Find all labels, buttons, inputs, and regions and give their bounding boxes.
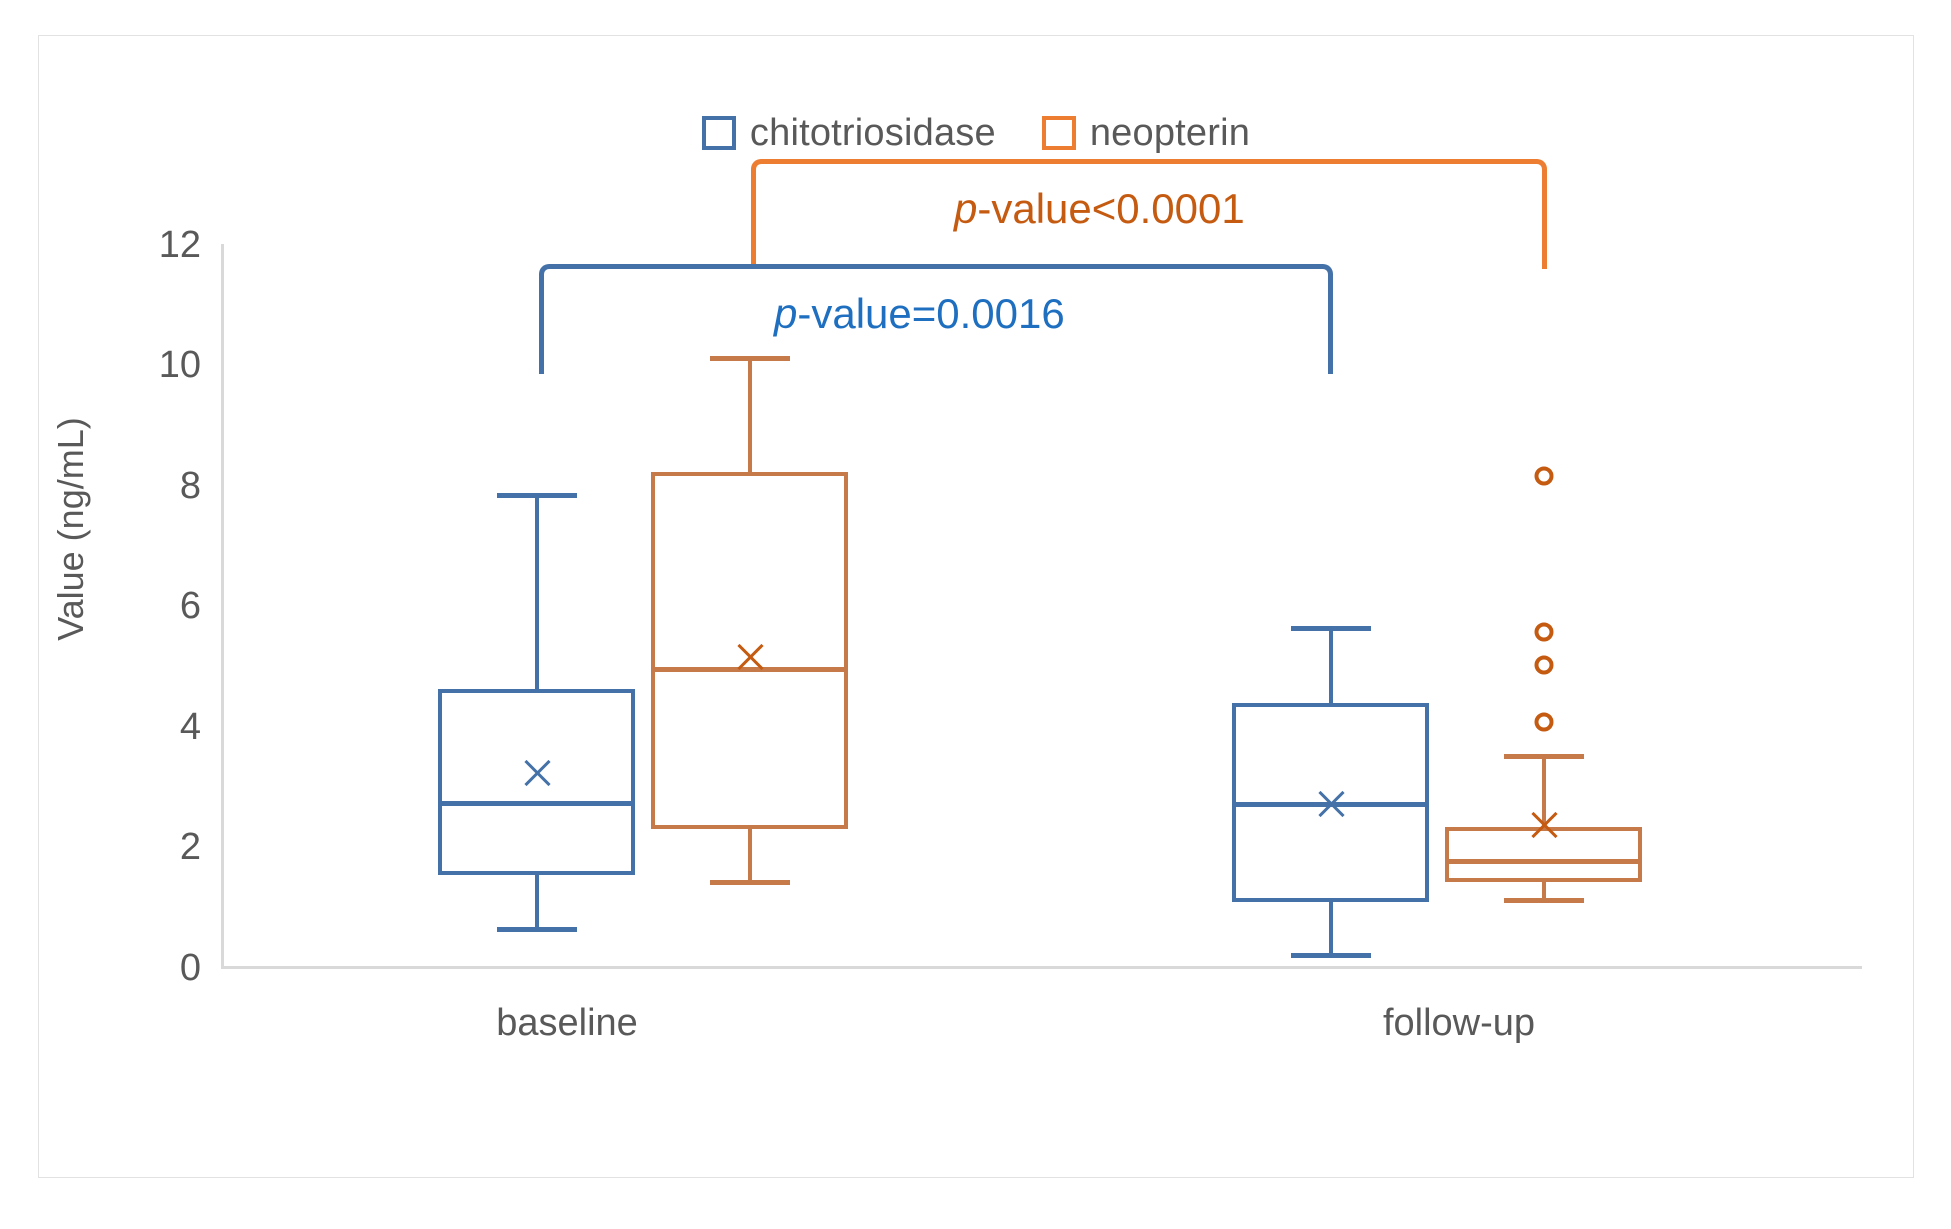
pvalue-label-orange: p-value<0.0001	[954, 188, 1245, 230]
whisker-cap-lower-blue-baseline	[497, 927, 577, 932]
whisker-cap-lower-orange-followup	[1504, 898, 1584, 903]
x-tick-baseline: baseline	[496, 1002, 638, 1044]
chart-frame: chitotriosidase neopterin 0 2 4 6 8 10 1…	[38, 35, 1914, 1178]
x-axis-line	[221, 966, 1862, 969]
mean-marker-blue-followup	[1314, 787, 1348, 821]
outlier-point	[1534, 466, 1554, 486]
legend-label-chitotriosidase: chitotriosidase	[749, 112, 996, 154]
whisker-upper-blue-followup	[1329, 628, 1333, 705]
y-tick-2: 2	[179, 826, 201, 868]
whisker-upper-orange-followup	[1542, 756, 1546, 829]
legend-label-neopterin: neopterin	[1089, 112, 1251, 154]
legend-item-chitotriosidase[interactable]: chitotriosidase	[701, 112, 996, 154]
whisker-upper-blue-baseline	[535, 495, 539, 690]
pvalue-italic-p-blue: p	[774, 290, 798, 337]
outlier-point	[1534, 655, 1554, 675]
y-tick-8: 8	[179, 465, 201, 507]
box-orange-baseline[interactable]	[651, 472, 848, 829]
mean-marker-blue-baseline	[520, 756, 554, 790]
median-blue-baseline	[438, 801, 635, 806]
whisker-cap-lower-blue-followup	[1291, 953, 1371, 958]
legend-swatch-square-icon	[701, 116, 736, 150]
plot-area: 0 2 4 6 8 10 12 Value (ng/mL) baseline f…	[39, 36, 1915, 1179]
y-axis-title: Value (ng/mL)	[50, 417, 91, 641]
y-tick-6: 6	[179, 585, 201, 627]
significance-bracket-orange	[751, 159, 1547, 269]
chart-legend: chitotriosidase neopterin	[39, 114, 1913, 152]
pvalue-italic-p-orange: p	[954, 185, 978, 232]
mean-marker-orange-followup	[1527, 808, 1561, 842]
significance-bracket-blue	[539, 264, 1333, 374]
pvalue-label-blue: p-value=0.0016	[774, 293, 1065, 335]
y-tick-0: 0	[179, 947, 201, 989]
pvalue-value-orange: -value<0.0001	[977, 185, 1245, 232]
whisker-cap-upper-blue-followup	[1291, 626, 1371, 631]
y-tick-12: 12	[158, 224, 201, 266]
whisker-upper-orange-baseline	[748, 358, 752, 474]
median-orange-followup	[1445, 859, 1642, 864]
whisker-cap-upper-orange-baseline	[710, 356, 790, 361]
outlier-point	[1534, 622, 1554, 642]
legend-item-neopterin[interactable]: neopterin	[1041, 112, 1251, 154]
outlier-point	[1534, 712, 1554, 732]
whisker-lower-orange-baseline	[748, 829, 752, 882]
y-tick-10: 10	[158, 344, 201, 386]
whisker-lower-blue-followup	[1329, 901, 1333, 956]
mean-marker-orange-baseline	[733, 640, 767, 674]
x-tick-follow-up: follow-up	[1382, 1002, 1536, 1044]
y-tick-4: 4	[179, 706, 201, 748]
pvalue-value-blue: -value=0.0016	[797, 290, 1065, 337]
y-axis-line	[221, 244, 224, 968]
whisker-cap-upper-blue-baseline	[497, 493, 577, 498]
box-blue-baseline[interactable]	[438, 689, 635, 875]
legend-swatch-square-icon	[1041, 116, 1076, 150]
whisker-lower-orange-followup	[1542, 882, 1546, 901]
whisker-cap-lower-orange-baseline	[710, 880, 790, 885]
whisker-cap-upper-orange-followup	[1504, 754, 1584, 759]
whisker-lower-blue-baseline	[535, 874, 539, 929]
